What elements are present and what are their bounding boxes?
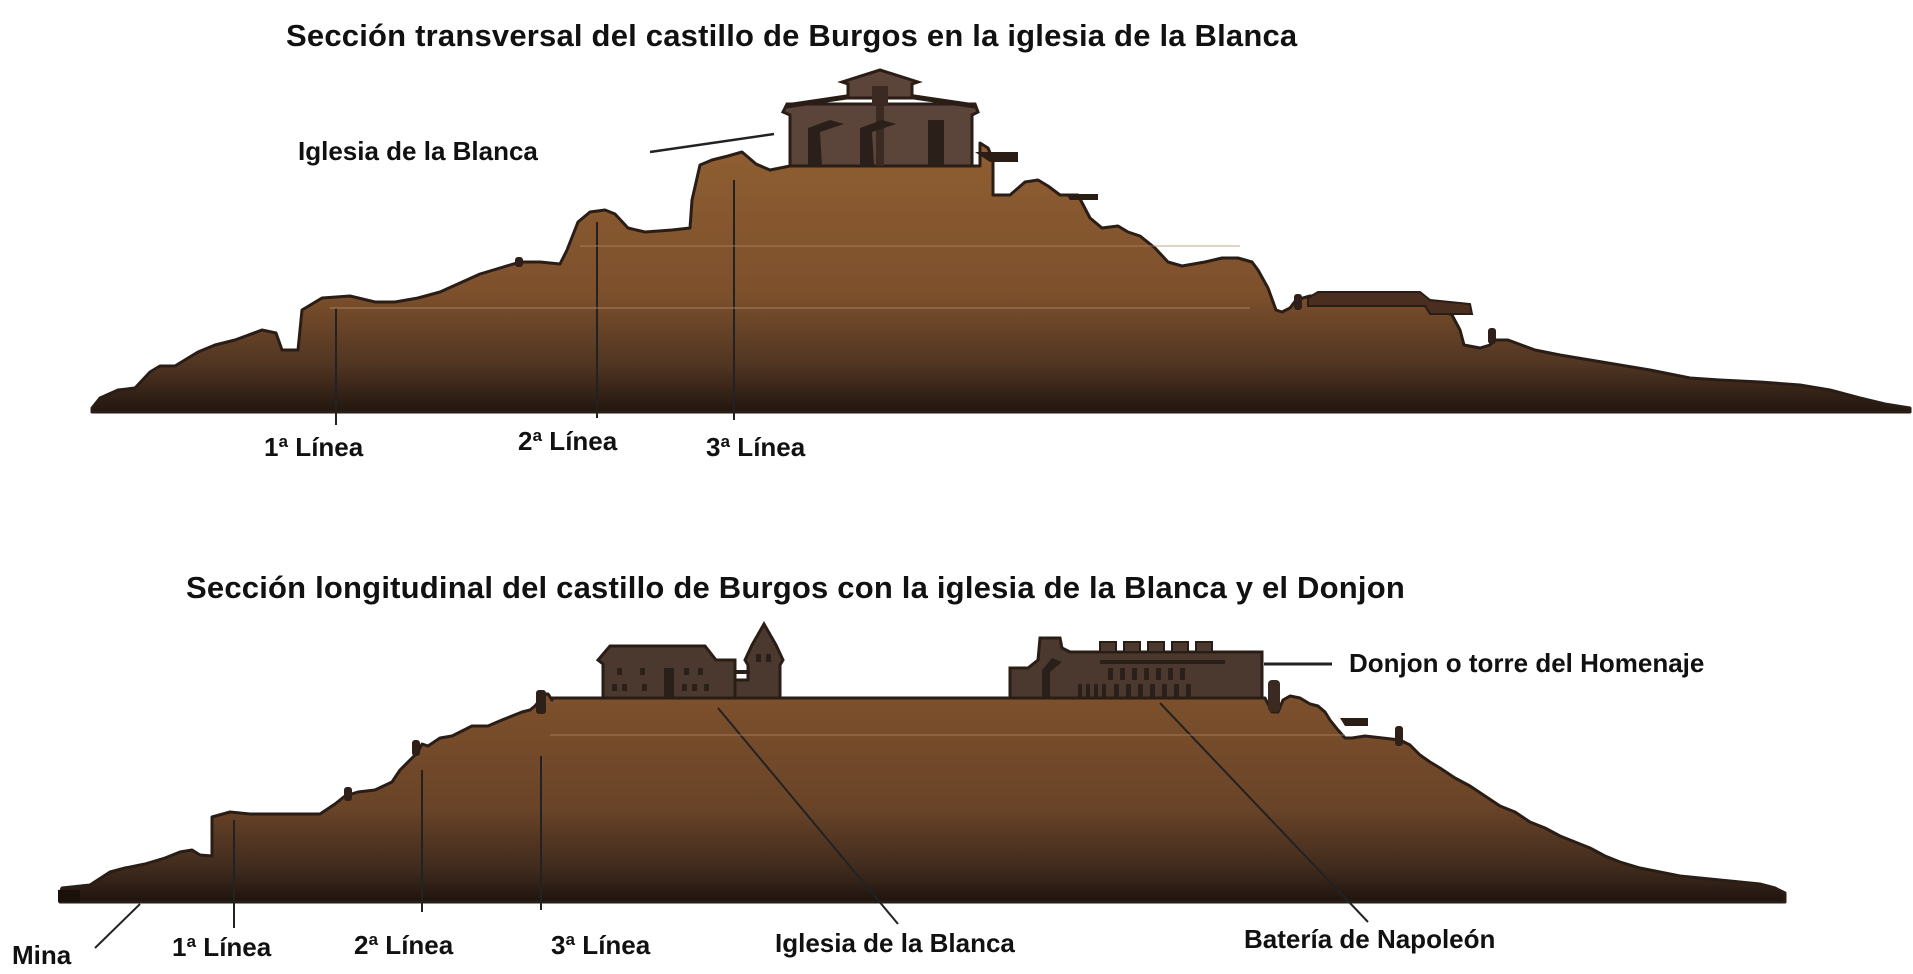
transverse-line3-label: 3ª Línea: [706, 432, 806, 462]
church-leader-line: [649, 132, 775, 154]
ledge: [975, 152, 1018, 162]
rampart-post: [1294, 294, 1302, 310]
transverse-line2-label: 2ª Línea: [518, 426, 618, 456]
rampart-post: [1488, 328, 1496, 344]
mine-entrance: [58, 890, 80, 902]
mina-leader-line: [94, 903, 141, 949]
longitudinal-line3-label: 3ª Línea: [551, 930, 651, 960]
church-building-transverse: [780, 68, 980, 168]
transverse-church-label: Iglesia de la Blanca: [298, 136, 538, 166]
church-building-longitudinal: [595, 620, 785, 700]
battery-label: Batería de Napoleón: [1244, 924, 1496, 954]
donjon-building: [1008, 636, 1264, 700]
longitudinal-hill: [58, 692, 1787, 904]
transverse-line1-label: 1ª Línea: [264, 432, 364, 462]
ledge: [1340, 718, 1368, 726]
rampart-post: [1395, 726, 1403, 746]
longitudinal-line2-label: 2ª Línea: [354, 930, 454, 960]
transverse-title: Sección transversal del castillo de Burg…: [286, 18, 1298, 53]
donjon-buttress: [1268, 680, 1280, 712]
longitudinal-title: Sección longitudinal del castillo de Bur…: [186, 570, 1405, 605]
rampart-post: [515, 257, 523, 267]
mina-label: Mina: [12, 940, 72, 970]
transverse-hill: [90, 141, 1912, 414]
rampart-post: [412, 740, 420, 756]
rampart-post: [344, 787, 352, 801]
battery-leader-line: [1159, 702, 1369, 923]
donjon-label: Donjon o torre del Homenaje: [1349, 648, 1705, 678]
church-leader-line: [717, 707, 899, 925]
rampart-post: [536, 690, 546, 714]
right-bastion-building: [1307, 291, 1474, 315]
longitudinal-church-label: Iglesia de la Blanca: [775, 928, 1015, 958]
ledge: [1066, 194, 1098, 200]
longitudinal-line1-label: 1ª Línea: [172, 932, 272, 962]
